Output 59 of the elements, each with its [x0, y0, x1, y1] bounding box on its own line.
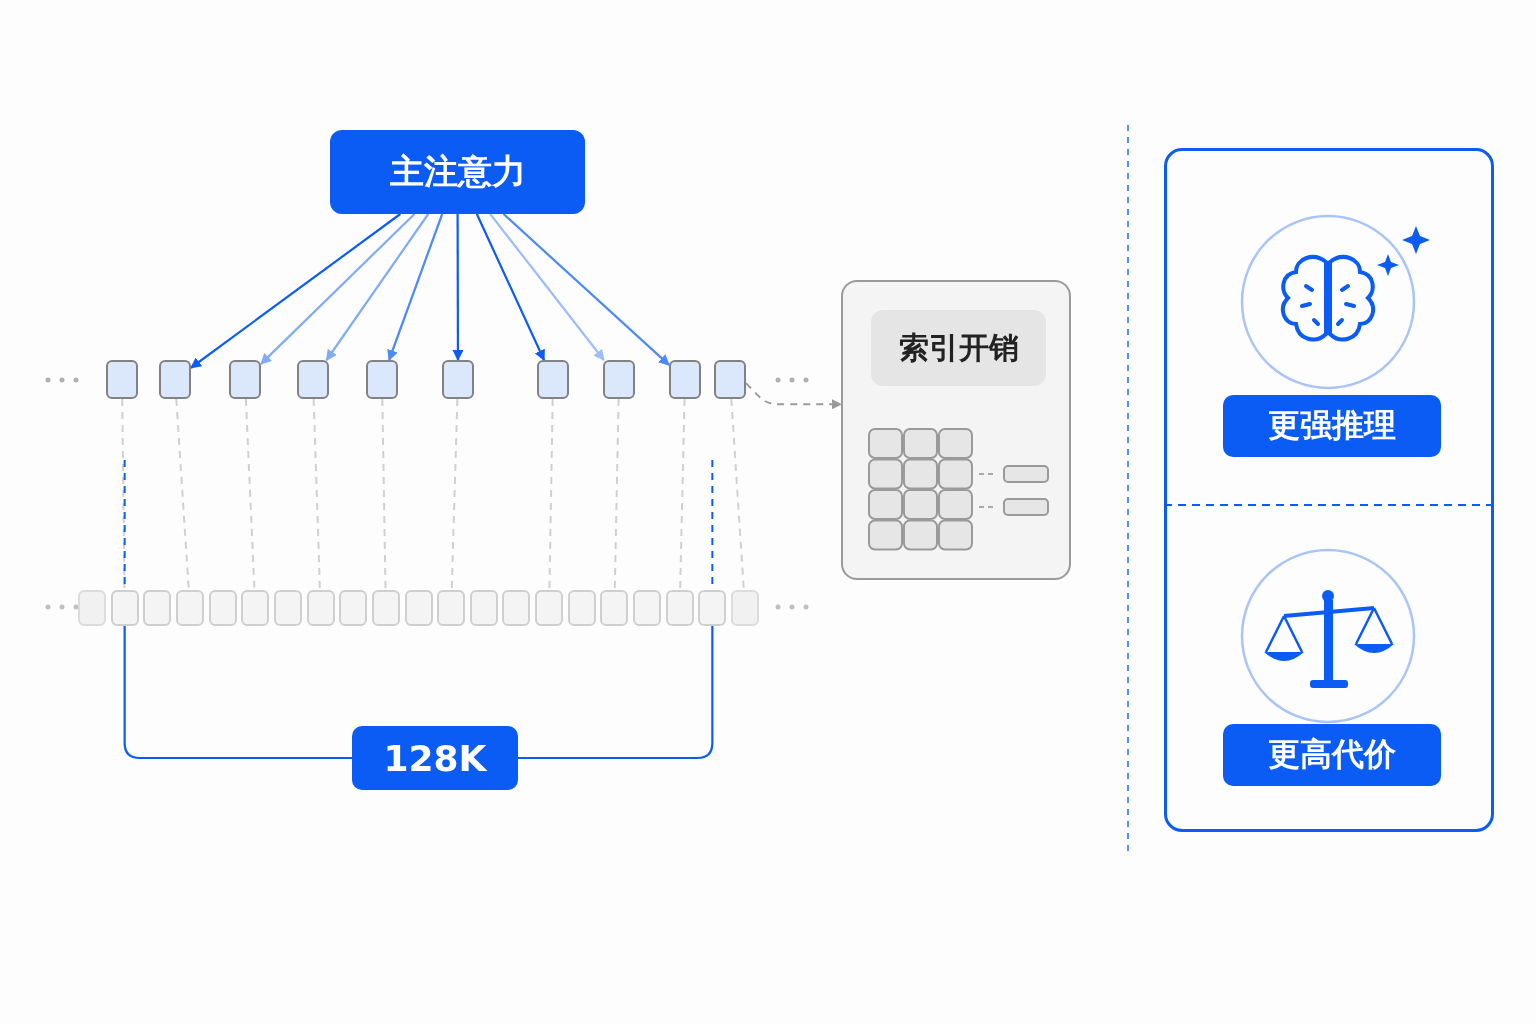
token-box — [78, 590, 106, 626]
length-box: 128K — [352, 726, 518, 790]
arrow — [190, 213, 401, 369]
arrow — [325, 213, 430, 361]
token-box — [229, 360, 261, 399]
token-box — [669, 360, 701, 399]
token-box — [241, 590, 270, 626]
token-box — [603, 360, 635, 399]
arrow — [260, 213, 416, 365]
arrow — [452, 214, 464, 362]
result-box: 更强推理 — [1223, 395, 1441, 457]
token-box — [297, 360, 329, 399]
connector-line — [381, 398, 387, 591]
token-box — [306, 590, 335, 626]
token-box — [437, 590, 466, 626]
token-box — [371, 590, 400, 626]
token-box — [175, 590, 204, 626]
token-box — [731, 590, 759, 626]
token-box — [143, 590, 172, 626]
title-box: 索引开销 — [871, 310, 1046, 386]
connector-line — [518, 626, 714, 760]
arrow — [387, 213, 444, 362]
token-box — [633, 590, 662, 626]
token-box — [404, 590, 433, 626]
token-box — [567, 590, 596, 626]
connector-line — [613, 398, 620, 591]
token-box — [442, 360, 474, 399]
connector-line — [121, 398, 126, 591]
connector-line — [123, 626, 352, 760]
token-box — [714, 360, 746, 399]
connector-line — [730, 398, 745, 591]
token-box — [366, 360, 398, 399]
token-box — [698, 590, 727, 626]
token-box — [665, 590, 694, 626]
connector-line — [450, 398, 459, 591]
token-box — [159, 360, 191, 399]
arrow — [745, 382, 842, 410]
connector-line — [679, 398, 686, 591]
arrow — [502, 213, 670, 366]
token-box — [208, 590, 237, 626]
token-box — [600, 590, 629, 626]
token-box — [502, 590, 531, 626]
token-box — [537, 360, 569, 399]
attention-box: 主注意力 — [330, 130, 585, 214]
arrow — [489, 213, 605, 361]
connector-line — [244, 398, 256, 591]
result-box: 更高代价 — [1223, 724, 1441, 786]
arrow — [475, 213, 546, 361]
result-card — [1164, 148, 1494, 832]
token-box — [273, 590, 302, 626]
token-box — [535, 590, 564, 626]
token-box — [110, 590, 139, 626]
connector-line — [175, 398, 190, 591]
connector-line — [548, 398, 554, 591]
token-box — [469, 590, 498, 626]
connector-line — [312, 398, 321, 591]
token-box — [106, 360, 138, 399]
index-panel — [841, 280, 1071, 580]
token-box — [339, 590, 368, 626]
